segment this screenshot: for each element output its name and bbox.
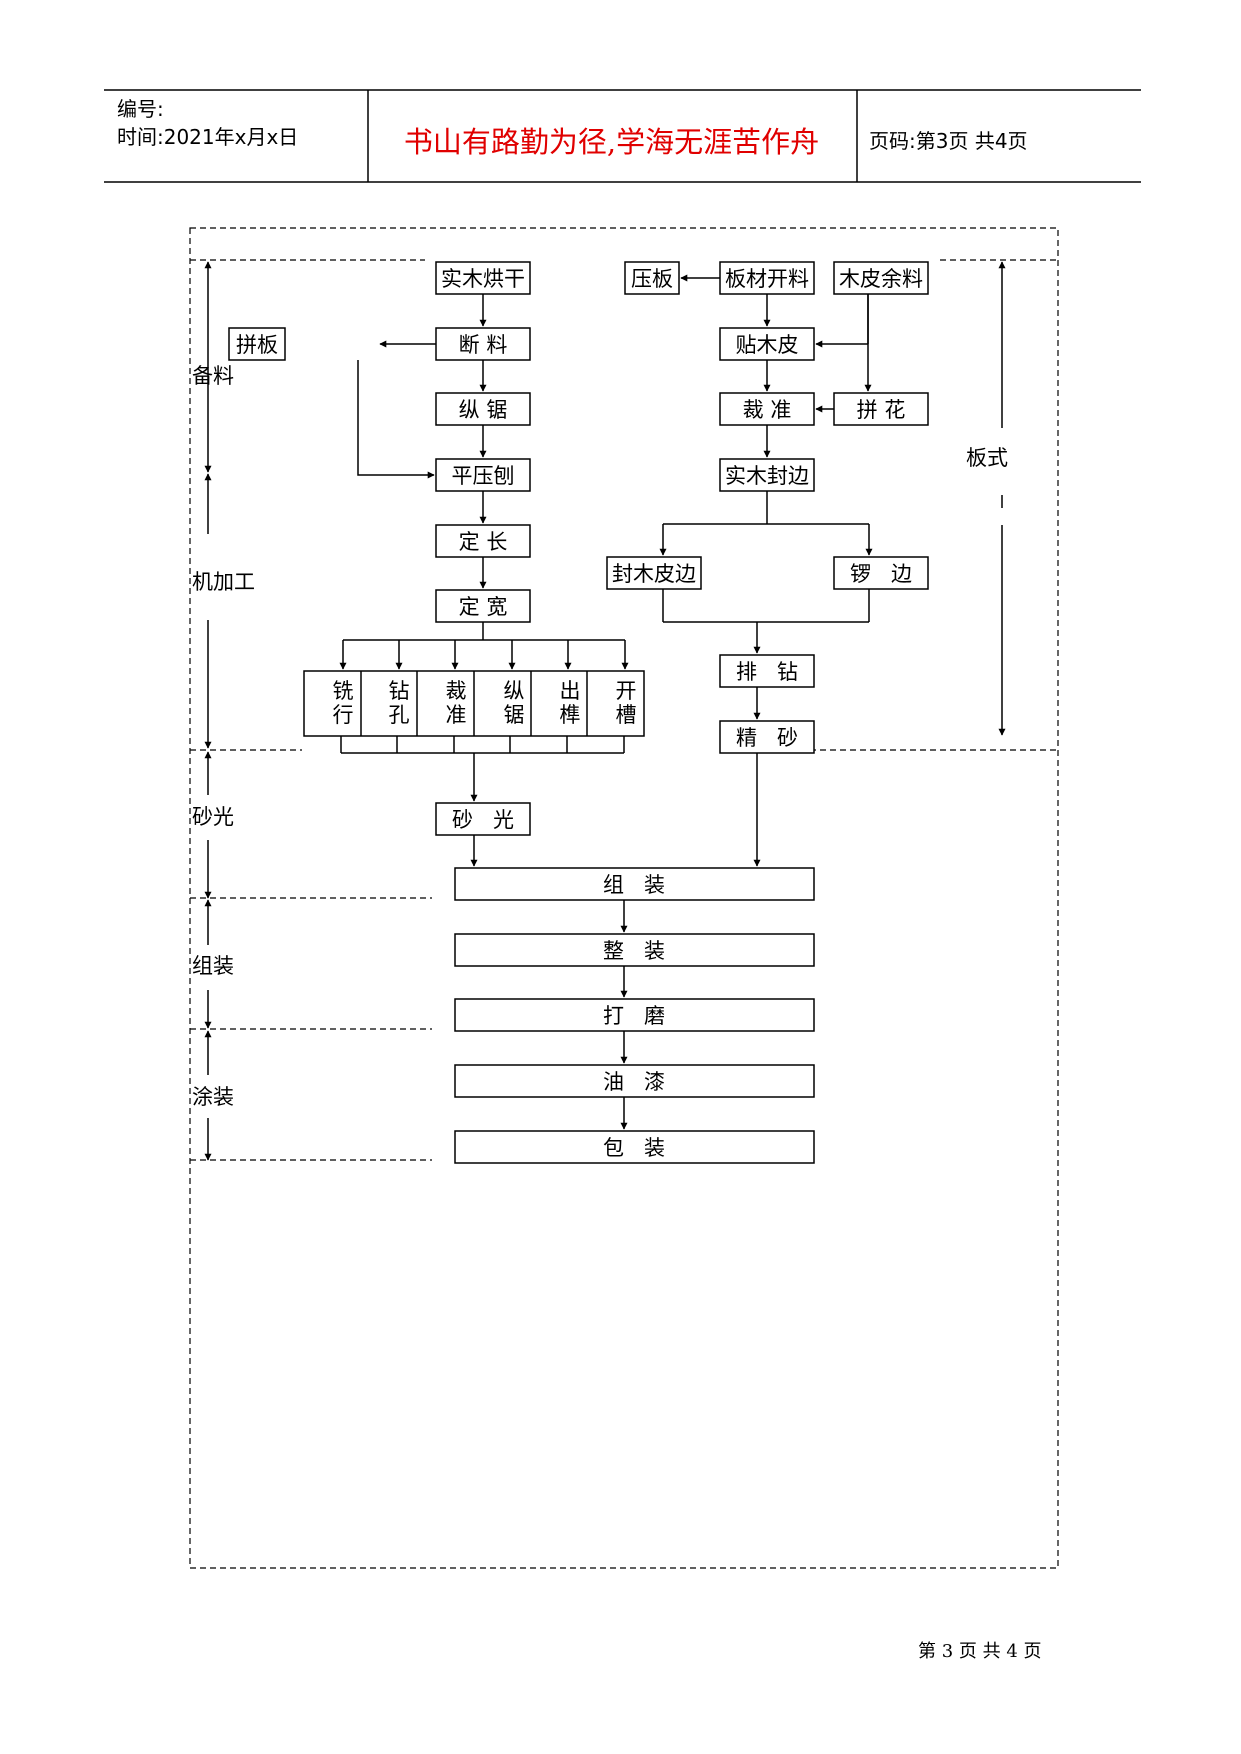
node-zongju: 纵 锯 (459, 398, 508, 422)
motto-title: 书山有路勤为径,学海无涯苦作舟 (403, 125, 820, 159)
node-caizhun: 裁 准 (743, 398, 792, 422)
split-column-dividers (360, 671, 588, 736)
node-zhengzhuang: 整 装 (603, 939, 665, 963)
node-dingkuan: 定 宽 (459, 595, 508, 619)
node-yaban: 压板 (631, 267, 673, 291)
node-pinban: 拼板 (236, 333, 278, 357)
node-caizhun-vertical: 裁准 (446, 679, 467, 727)
header-table (104, 89, 1141, 183)
node-shimu-honggan: 实木烘干 (441, 267, 525, 291)
node-zuzhuang: 组 装 (603, 873, 665, 897)
connectors (339, 274, 873, 1130)
node-xixing: 铣行 (333, 679, 354, 727)
stage-arrows (204, 261, 1006, 1161)
node-dingchang: 定 长 (459, 530, 508, 554)
node-shaguang: 砂 光 (452, 808, 514, 832)
node-zongju-vertical: 纵锯 (504, 679, 525, 727)
date-label: 时间:2021年x月x日 (117, 125, 299, 149)
stage-label-jijiagong: 机加工 (192, 570, 255, 594)
node-pingyabao: 平压刨 (452, 464, 515, 488)
dashed-frames (189, 227, 1059, 1569)
node-baozhuang: 包 装 (603, 1136, 665, 1160)
node-bancai-kailiao: 板材开料 (725, 267, 809, 291)
node-duanliao: 断 料 (459, 333, 508, 357)
stage-label-zuzhuang: 组装 (192, 954, 234, 978)
node-zuankong: 钻孔 (389, 679, 410, 727)
node-pinhua: 拼 花 (857, 398, 906, 422)
node-youqi: 油 漆 (603, 1070, 665, 1094)
node-chusun: 出榫 (560, 679, 581, 727)
serial-number-label: 编号: (117, 97, 164, 121)
node-tiemupi: 贴木皮 (736, 333, 799, 357)
node-mupi-yuliao: 木皮余料 (839, 267, 923, 291)
stage-label-tuzhuang: 涂装 (192, 1085, 234, 1109)
stage-label-shaguang: 砂光 (192, 805, 234, 829)
node-paizuan: 排 钻 (736, 660, 798, 684)
stage-label-beiliao: 备料 (192, 364, 234, 388)
node-shimu-fengbian: 实木封边 (725, 464, 809, 488)
node-kaicao: 开槽 (616, 679, 637, 727)
stage-label-banshi: 板式 (966, 446, 1008, 470)
node-jingsha: 精 砂 (736, 726, 798, 750)
process-boxes (228, 261, 929, 1164)
node-luobian: 锣 边 (850, 562, 912, 586)
node-damo: 打 磨 (603, 1004, 665, 1028)
page-footer: 第 3 页 共 4 页 (918, 1641, 1042, 1662)
page-info: 页码:第3页 共4页 (869, 129, 1028, 153)
node-feng-mupi-bian: 封木皮边 (612, 562, 696, 586)
